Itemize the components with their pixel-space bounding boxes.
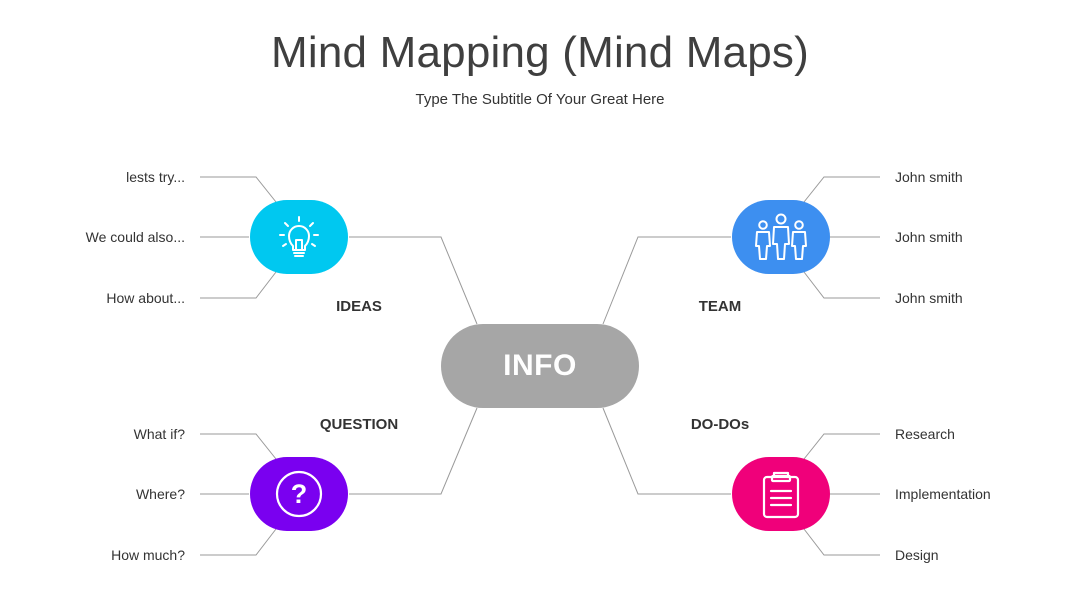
category-label-ideas: IDEAS: [336, 298, 382, 315]
node-team: [732, 200, 830, 274]
connector-center-team: [602, 236, 731, 325]
people-icon: [755, 213, 807, 260]
connector-dodos-leaf-1: [803, 433, 880, 460]
team-leaf-1: John smith: [895, 169, 963, 185]
question-icon: ?: [275, 470, 323, 518]
connector-ideas-leaf-3: [200, 271, 277, 299]
category-label-question: QUESTION: [319, 416, 399, 433]
page-title: Mind Mapping (Mind Maps): [271, 28, 809, 77]
category-label-team: TEAM: [698, 298, 742, 315]
svg-text:?: ?: [291, 479, 308, 509]
connector-dodos-leaf-3: [803, 528, 880, 556]
ideas-leaf-1: lests try...: [126, 169, 185, 185]
connector-team-leaf-1: [803, 176, 880, 203]
node-ideas: [250, 200, 348, 274]
node-question: ?: [250, 457, 348, 531]
question-leaf-1: What if?: [133, 426, 185, 442]
connector-question-leaf-1: [200, 433, 277, 460]
node-dodos: [732, 457, 830, 531]
connector-question-leaf-3: [200, 528, 277, 556]
team-leaf-3: John smith: [895, 290, 963, 306]
connector-center-ideas: [349, 236, 478, 325]
question-leaf-2: Where?: [135, 486, 185, 502]
connector-center-question: [349, 407, 478, 495]
question-leaf-3: How much?: [111, 547, 185, 563]
center-node-info: INFO: [441, 324, 639, 408]
clipboard-icon: [762, 471, 800, 519]
lightbulb-icon: [279, 216, 319, 257]
page-subtitle: Type The Subtitle Of Your Great Here: [415, 91, 665, 108]
dodos-leaf-1: Research: [895, 426, 955, 442]
connector-ideas-leaf-1: [200, 176, 277, 203]
ideas-leaf-3: How about...: [106, 290, 185, 306]
connector-team-leaf-3: [803, 271, 880, 299]
dodos-leaf-3: Design: [895, 547, 939, 563]
category-label-dodos: DO-DOs: [690, 416, 750, 433]
ideas-leaf-2: We could also...: [85, 229, 185, 245]
dodos-leaf-2: Implementation: [895, 486, 991, 502]
connector-center-dodos: [602, 407, 731, 495]
team-leaf-2: John smith: [895, 229, 963, 245]
